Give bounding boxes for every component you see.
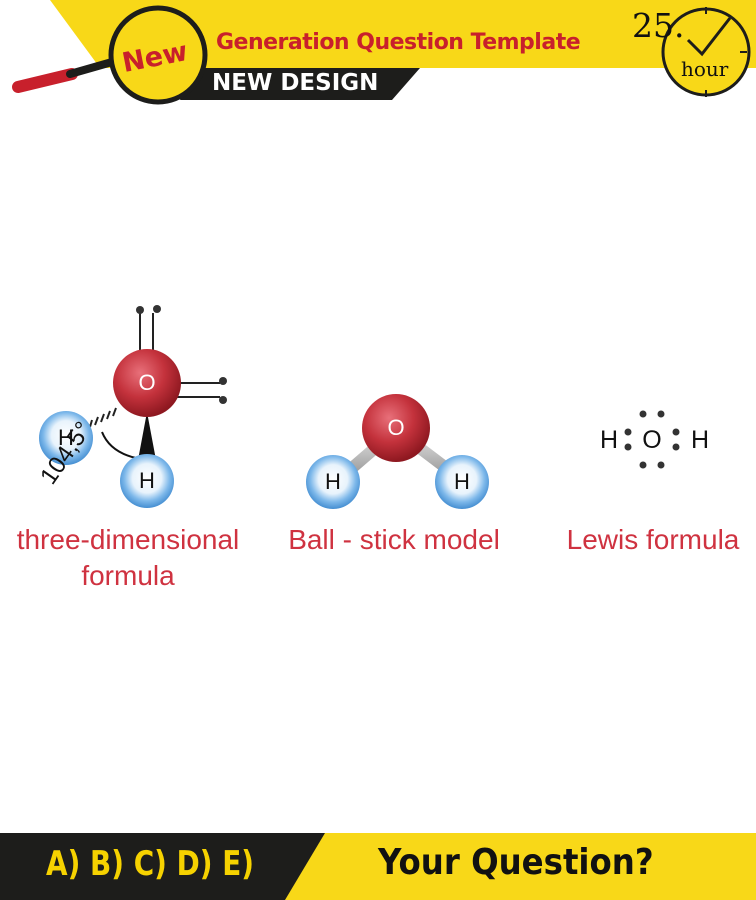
wedge-bond xyxy=(138,412,156,460)
caption-line: formula xyxy=(81,560,175,591)
angle-arc xyxy=(101,431,137,459)
magnifier-icon xyxy=(12,5,208,105)
clock-unit: hour xyxy=(681,57,729,81)
electron-dot xyxy=(153,305,161,313)
ball-stick-caption: Ball - stick model xyxy=(288,524,500,555)
clock-number: 25. xyxy=(632,6,685,45)
header-subtitle: NEW DESIGN xyxy=(212,70,379,96)
electron-dot xyxy=(136,306,144,314)
hydrogen-atom xyxy=(435,455,489,509)
question-prompt: Your Question? xyxy=(378,842,654,883)
lewis-oxygen: O xyxy=(642,426,662,454)
header-banner xyxy=(50,0,756,68)
oxygen-atom xyxy=(113,349,181,417)
oxygen-atom xyxy=(362,394,430,462)
hydrogen-label: H xyxy=(454,469,470,494)
header-graphics xyxy=(12,0,756,105)
three-dimensional-formula xyxy=(39,305,227,508)
hydrogen-label: H xyxy=(58,425,74,450)
ball-stick-model xyxy=(306,394,489,509)
hydrogen-label: H xyxy=(325,469,341,494)
electron-dot xyxy=(219,396,227,404)
hashed-bond xyxy=(89,407,117,428)
electron-dot xyxy=(219,377,227,385)
lewis-hydrogen-right: H xyxy=(690,426,710,454)
lewis-hydrogen-left: H xyxy=(599,426,619,454)
oxygen-label: O xyxy=(138,370,156,395)
header-title: Generation Question Template xyxy=(216,30,581,55)
caption-line: three-dimensional xyxy=(16,524,240,555)
hydrogen-atom xyxy=(39,411,93,465)
lewis-caption: Lewis formula xyxy=(566,524,740,555)
answer-options: A) B) C) D) E) xyxy=(46,844,255,884)
oxygen-label: O xyxy=(387,415,405,440)
hydrogen-label: H xyxy=(139,468,155,493)
footer-answers-bar xyxy=(0,833,325,900)
hydrogen-atom xyxy=(306,455,360,509)
subtitle-bar xyxy=(180,68,420,100)
three-dimensional-caption: three-dimensional formula xyxy=(0,522,256,594)
clock-icon xyxy=(661,7,751,97)
lewis-electron-dots xyxy=(624,410,680,469)
hydrogen-atom xyxy=(120,454,174,508)
